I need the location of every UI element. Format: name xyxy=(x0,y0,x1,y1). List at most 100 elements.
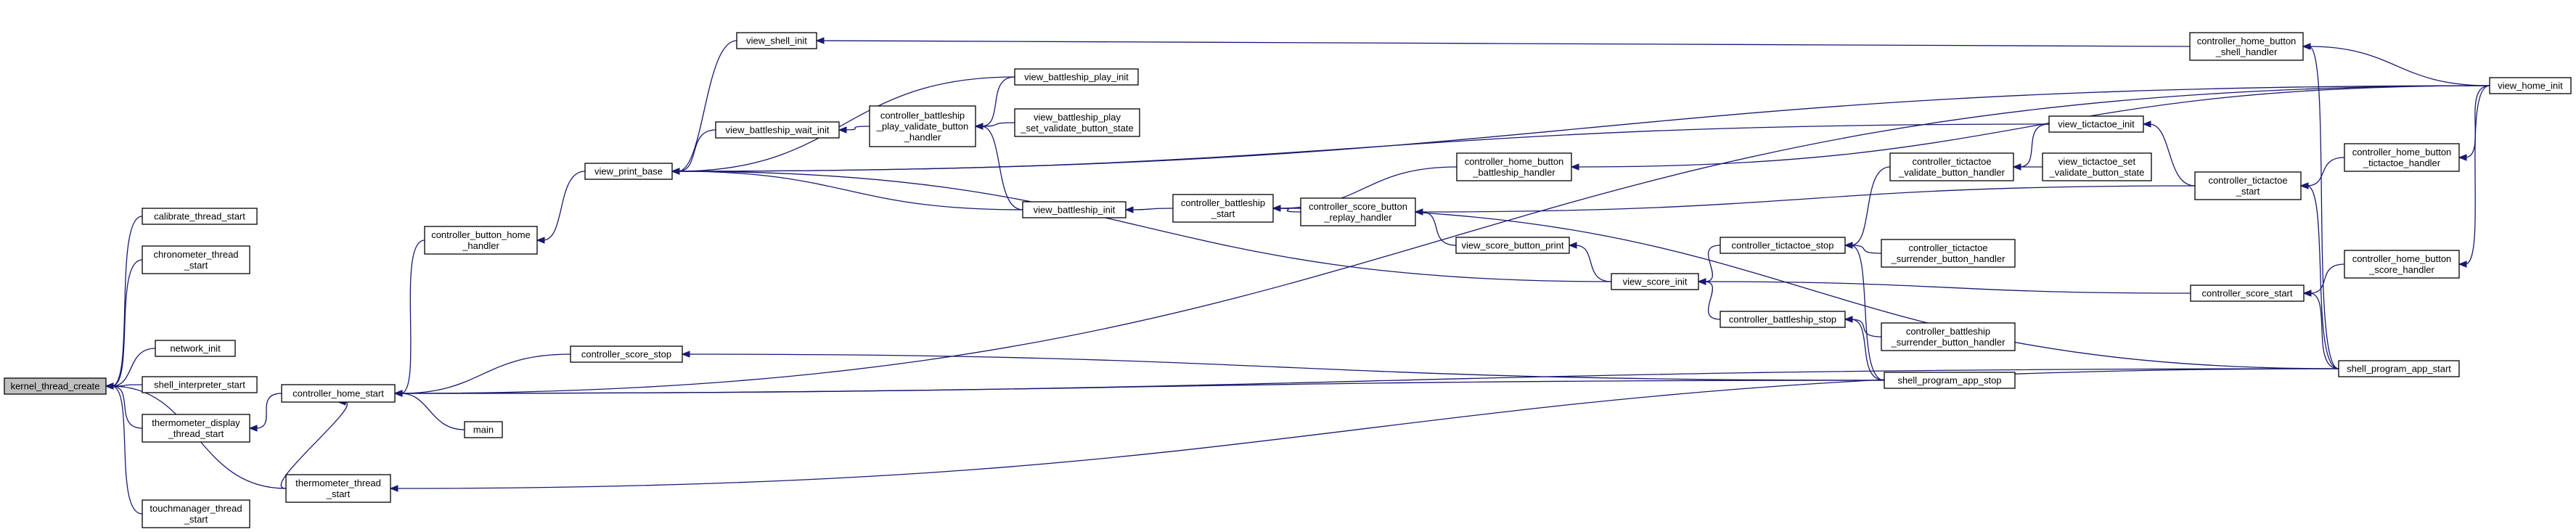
node-box-view_score_init[interactable] xyxy=(1611,273,1699,290)
node-box-view_battleship_play_init[interactable] xyxy=(1014,68,1139,86)
node-shell_program_app_stop[interactable]: shell_program_app_stop xyxy=(1884,372,2016,389)
call-edge-shell_program_app_start-to-controller_home_button_shell_handler xyxy=(2308,46,2339,369)
node-box-thermometer_thread_start[interactable] xyxy=(285,474,391,503)
node-box-calibrate_thread_start[interactable] xyxy=(142,208,258,225)
node-label-controller_tictactoe_start-line-0: controller_tictactoe xyxy=(2208,175,2287,186)
node-label-view_battleship_wait_init-line-0: view_battleship_wait_init xyxy=(725,125,829,136)
node-controller_score_start[interactable]: controller_score_start xyxy=(2190,285,2305,302)
node-view_battleship_wait_init[interactable]: view_battleship_wait_init xyxy=(715,121,840,139)
node-box-network_init[interactable] xyxy=(155,340,236,357)
node-box-view_battleship_play_set_validate_button_state[interactable] xyxy=(1014,108,1140,137)
call-edge-view_battleship_init-to-controller_battleship_play_validate_button_handler xyxy=(981,126,1023,210)
call-edge-controller_home_button_tictactoe_handler-to-controller_tictactoe_start xyxy=(2306,157,2345,187)
node-box-controller_home_start[interactable] xyxy=(281,384,396,403)
node-box-controller_home_button_shell_handler[interactable] xyxy=(2189,32,2304,61)
call-edge-shell_program_app_stop-to-controller_score_stop xyxy=(687,353,1885,381)
node-kernel_thread_create[interactable]: kernel_thread_create xyxy=(4,377,107,395)
node-box-kernel_thread_create[interactable] xyxy=(4,377,107,395)
node-view_home_init[interactable]: view_home_init xyxy=(2489,77,2572,94)
node-label-view_score_init-line-0: view_score_init xyxy=(1623,277,1688,287)
node-controller_home_button_score_handler[interactable]: controller_home_button_score_handler xyxy=(2344,250,2460,279)
node-box-view_print_base[interactable] xyxy=(584,163,673,180)
node-box-main[interactable] xyxy=(464,421,503,438)
call-edge-shell_program_app_stop-to-controller_home_start xyxy=(400,380,1885,394)
node-thermometer_display_thread_start[interactable]: thermometer_display_thread_start xyxy=(142,414,250,443)
node-box-controller_battleship_start[interactable] xyxy=(1172,194,1274,223)
node-box-controller_tictactoe_start[interactable] xyxy=(2194,171,2302,200)
node-view_tictactoe_init[interactable]: view_tictactoe_init xyxy=(2048,115,2144,133)
node-view_shell_init[interactable]: view_shell_init xyxy=(736,32,817,49)
node-box-controller_battleship_stop[interactable] xyxy=(1720,311,1846,328)
node-calibrate_thread_start[interactable]: calibrate_thread_start xyxy=(142,208,258,225)
node-box-view_tictactoe_init[interactable] xyxy=(2048,115,2144,133)
node-label-controller_battleship_stop-line-0: controller_battleship_stop xyxy=(1729,314,1836,325)
node-network_init[interactable]: network_init xyxy=(155,340,236,357)
node-box-view_home_init[interactable] xyxy=(2489,77,2572,94)
node-box-view_shell_init[interactable] xyxy=(736,32,817,49)
node-main[interactable]: main xyxy=(464,421,503,438)
node-box-controller_button_home_handler[interactable] xyxy=(424,226,538,255)
node-box-shell_interpreter_start[interactable] xyxy=(142,376,258,393)
node-controller_tictactoe_surrender_button_handler[interactable]: controller_tictactoe_surrender_button_ha… xyxy=(1881,239,2016,268)
node-label-controller_home_button_battleship_handler-line-1: _battleship_handler xyxy=(1472,167,1555,178)
node-controller_tictactoe_validate_button_handler[interactable]: controller_tictactoe_validate_button_han… xyxy=(1889,152,2014,181)
node-box-view_score_button_print[interactable] xyxy=(1455,237,1570,254)
node-controller_battleship_surrender_button_handler[interactable]: controller_battleship_surrender_button_h… xyxy=(1881,322,2016,351)
arrowhead-thermometer_thread_start-from-shell_program_app_start xyxy=(389,485,398,492)
node-shell_interpreter_start[interactable]: shell_interpreter_start xyxy=(142,376,258,393)
node-controller_home_button_battleship_handler[interactable]: controller_home_button_battleship_handle… xyxy=(1456,152,1572,181)
node-box-controller_tictactoe_validate_button_handler[interactable] xyxy=(1889,152,2014,181)
node-controller_home_button_shell_handler[interactable]: controller_home_button_shell_handler xyxy=(2189,32,2304,61)
node-shell_program_app_start[interactable]: shell_program_app_start xyxy=(2338,360,2460,377)
node-box-view_tictactoe_set_validate_button_state[interactable] xyxy=(2042,152,2152,181)
node-view_battleship_play_set_validate_button_state[interactable]: view_battleship_play_set_validate_button… xyxy=(1014,108,1140,137)
node-label-view_print_base-line-0: view_print_base xyxy=(594,166,663,177)
node-thermometer_thread_start[interactable]: thermometer_thread_start xyxy=(285,474,391,503)
node-box-controller_battleship_surrender_button_handler[interactable] xyxy=(1881,322,2016,351)
node-box-chronometer_thread_start[interactable] xyxy=(142,245,250,274)
node-view_score_init[interactable]: view_score_init xyxy=(1611,273,1699,290)
node-view_print_base[interactable]: view_print_base xyxy=(584,163,673,180)
node-box-controller_tictactoe_stop[interactable] xyxy=(1720,237,1846,254)
node-controller_tictactoe_stop[interactable]: controller_tictactoe_stop xyxy=(1720,237,1846,254)
node-label-view_tictactoe_set_validate_button_state-line-1: _validate_button_state xyxy=(2049,167,2145,178)
node-chronometer_thread_start[interactable]: chronometer_thread_start xyxy=(142,245,250,274)
node-controller_score_stop[interactable]: controller_score_stop xyxy=(570,345,683,363)
node-touchmanager_thread_start[interactable]: touchmanager_thread_start xyxy=(142,499,250,528)
node-box-view_battleship_init[interactable] xyxy=(1022,201,1127,218)
node-box-controller_score_stop[interactable] xyxy=(570,345,683,363)
node-box-shell_program_app_start[interactable] xyxy=(2338,360,2460,377)
call-edge-controller_home_button_score_handler-to-controller_score_start xyxy=(2309,263,2345,294)
node-box-shell_program_app_stop[interactable] xyxy=(1884,372,2016,389)
node-box-view_battleship_wait_init[interactable] xyxy=(715,121,840,139)
node-box-controller_home_button_score_handler[interactable] xyxy=(2344,250,2460,279)
node-controller_button_home_handler[interactable]: controller_button_home_handler xyxy=(424,226,538,255)
node-view_battleship_init[interactable]: view_battleship_init xyxy=(1022,201,1127,218)
node-controller_home_start[interactable]: controller_home_start xyxy=(281,384,396,403)
node-view_score_button_print[interactable]: view_score_button_print xyxy=(1455,237,1570,254)
node-controller_battleship_stop[interactable]: controller_battleship_stop xyxy=(1720,311,1846,328)
node-box-controller_score_button_replay_handler[interactable] xyxy=(1300,197,1416,226)
node-controller_tictactoe_start[interactable]: controller_tictactoe_start xyxy=(2194,171,2302,200)
node-controller_battleship_start[interactable]: controller_battleship_start xyxy=(1172,194,1274,223)
node-controller_score_button_replay_handler[interactable]: controller_score_button_replay_handler xyxy=(1300,197,1416,226)
node-label-view_score_button_print-line-0: view_score_button_print xyxy=(1462,240,1564,251)
node-controller_home_button_tictactoe_handler[interactable]: controller_home_button_tictactoe_handler xyxy=(2344,143,2460,172)
call-edge-shell_program_app_start-to-controller_battleship_start xyxy=(1278,208,2339,369)
node-view_battleship_play_init[interactable]: view_battleship_play_init xyxy=(1014,68,1139,86)
node-label-controller_battleship_surrender_button_handler-line-1: _surrender_button_handler xyxy=(1891,337,2006,348)
node-controller_battleship_play_validate_button_handler[interactable]: controller_battleship_play_validate_butt… xyxy=(869,105,976,147)
node-box-controller_score_start[interactable] xyxy=(2190,285,2305,302)
call-edge-view_home_init-to-controller_home_button_score_handler xyxy=(2464,85,2490,265)
node-view_tictactoe_set_validate_button_state[interactable]: view_tictactoe_set_validate_button_state xyxy=(2042,152,2152,181)
node-label-controller_tictactoe_validate_button_handler-line-1: _validate_button_handler xyxy=(1898,167,2005,178)
node-box-touchmanager_thread_start[interactable] xyxy=(142,499,250,528)
node-box-controller_home_button_battleship_handler[interactable] xyxy=(1456,152,1572,181)
node-label-shell_program_app_start-line-0: shell_program_app_start xyxy=(2347,364,2451,375)
node-box-controller_home_button_tictactoe_handler[interactable] xyxy=(2344,143,2460,172)
node-box-thermometer_display_thread_start[interactable] xyxy=(142,414,250,443)
call-edge-view_score_init-to-view_print_base xyxy=(677,171,1612,282)
node-box-controller_tictactoe_surrender_button_handler[interactable] xyxy=(1881,239,2016,268)
node-box-controller_battleship_play_validate_button_handler[interactable] xyxy=(869,105,976,147)
